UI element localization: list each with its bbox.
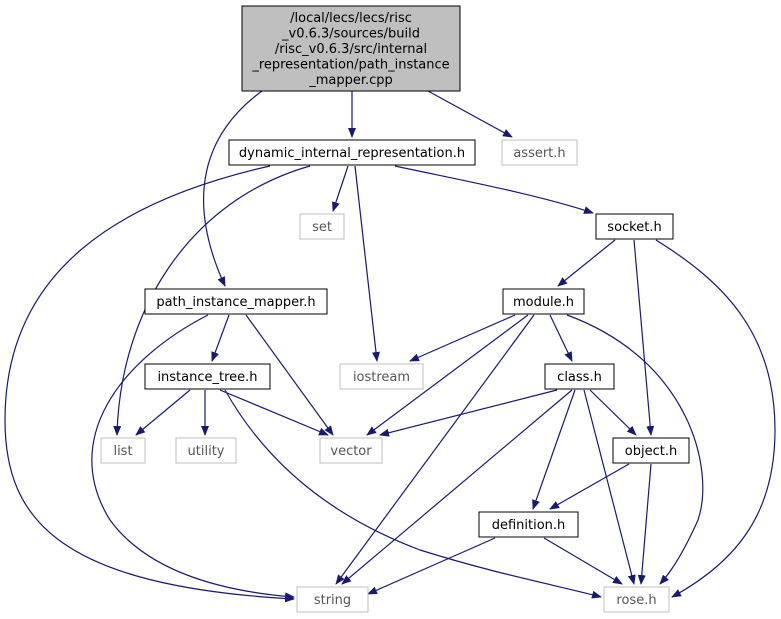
node-box — [241, 5, 461, 92]
node-string: string — [296, 586, 369, 613]
node-module[interactable]: module.h — [502, 288, 585, 315]
edge-socket-to-rose — [655, 239, 776, 598]
edge-class-to-rose — [583, 389, 636, 585]
node-label: _representation/path_instance — [251, 58, 449, 73]
edge-dir-to-string — [4, 165, 295, 603]
node-instance-tree[interactable]: instance_tree.h — [144, 363, 271, 390]
edge-module-to-rose — [566, 314, 704, 585]
node-label: class.h — [557, 370, 602, 385]
node-box — [339, 363, 424, 390]
node-label: /risc_v0.6.3/src/internal — [275, 42, 427, 57]
node-label: dynamic_internal_representation.h — [239, 146, 465, 161]
edge-class-to-string — [341, 389, 573, 585]
edge-module-to-vector — [366, 314, 529, 436]
node-assert: assert.h — [501, 139, 578, 166]
node-label: set — [312, 220, 332, 235]
node-label: _mapper.cpp — [308, 73, 393, 88]
edge-object-to-rose — [637, 463, 652, 585]
node-box — [175, 437, 237, 464]
edge-pim-to-instance_tree — [211, 314, 230, 362]
edge-root-to-pim — [203, 90, 263, 287]
node-iostream: iostream — [339, 363, 424, 390]
node-label: object.h — [625, 444, 677, 459]
node-label: _v0.6.3/sources/build — [281, 27, 420, 42]
node-dir[interactable]: dynamic_internal_representation.h — [228, 139, 476, 166]
node-label: path_instance_mapper.h — [156, 295, 315, 310]
node-label: socket.h — [607, 220, 661, 235]
node-class[interactable]: class.h — [544, 363, 615, 390]
node-utility: utility — [175, 437, 237, 464]
node-list: list — [100, 437, 146, 464]
edge-module-to-string — [335, 314, 535, 585]
edge-object-to-definition — [549, 463, 630, 510]
node-label: rose.h — [616, 593, 656, 608]
edge-definition-to-string — [367, 537, 496, 595]
edge-module-to-class — [549, 314, 573, 362]
node-label: instance_tree.h — [157, 370, 257, 385]
edge-dir-to-iostream — [354, 165, 380, 362]
node-box — [502, 288, 585, 315]
node-label: module.h — [513, 295, 574, 310]
node-definition[interactable]: definition.h — [478, 511, 579, 538]
node-box — [144, 363, 271, 390]
edge-pim-to-vector — [245, 314, 334, 436]
node-label: iostream — [353, 370, 410, 385]
node-vector: vector — [319, 437, 383, 464]
edge-dir-to-socket — [394, 165, 594, 214]
node-label: string — [314, 593, 351, 608]
node-box — [296, 586, 369, 613]
edge-class-to-object — [589, 389, 637, 436]
edge-definition-to-rose — [543, 537, 623, 585]
node-label: list — [113, 444, 132, 459]
node-box — [228, 139, 476, 166]
node-box — [144, 288, 328, 315]
node-box — [544, 363, 615, 390]
edge-dir-to-set — [332, 165, 349, 212]
edge-instance_tree-to-list — [135, 389, 191, 436]
edge-instance_tree-to-rose — [224, 389, 602, 599]
edge-class-to-definition — [532, 389, 576, 510]
edge-dir-to-list — [113, 165, 311, 436]
node-box — [603, 586, 670, 613]
node-box — [299, 213, 345, 240]
edge-class-to-vector — [379, 389, 558, 437]
edge-socket-to-object — [633, 239, 655, 436]
node-label: utility — [188, 444, 225, 459]
node-box — [319, 437, 383, 464]
node-box — [100, 437, 146, 464]
node-label: assert.h — [513, 146, 565, 161]
edge-pim-to-string — [91, 314, 295, 601]
node-rose: rose.h — [603, 586, 670, 613]
node-label: /local/lecs/lecs/risc — [290, 11, 412, 26]
node-box — [478, 511, 579, 538]
node-pim[interactable]: path_instance_mapper.h — [144, 288, 328, 315]
node-root[interactable]: /local/lecs/lecs/risc_v0.6.3/sources/bui… — [241, 5, 461, 92]
node-box — [501, 139, 578, 166]
node-socket[interactable]: socket.h — [595, 213, 674, 240]
edge-instance_tree-to-vector — [219, 389, 329, 436]
edge-module-to-iostream — [409, 314, 516, 362]
edge-socket-to-module — [557, 239, 616, 287]
node-label: vector — [330, 444, 372, 459]
node-set: set — [299, 213, 345, 240]
node-object[interactable]: object.h — [612, 437, 690, 464]
edge-root-to-assert — [427, 90, 513, 138]
node-box — [595, 213, 674, 240]
node-box — [612, 437, 690, 464]
node-label: definition.h — [492, 518, 566, 533]
